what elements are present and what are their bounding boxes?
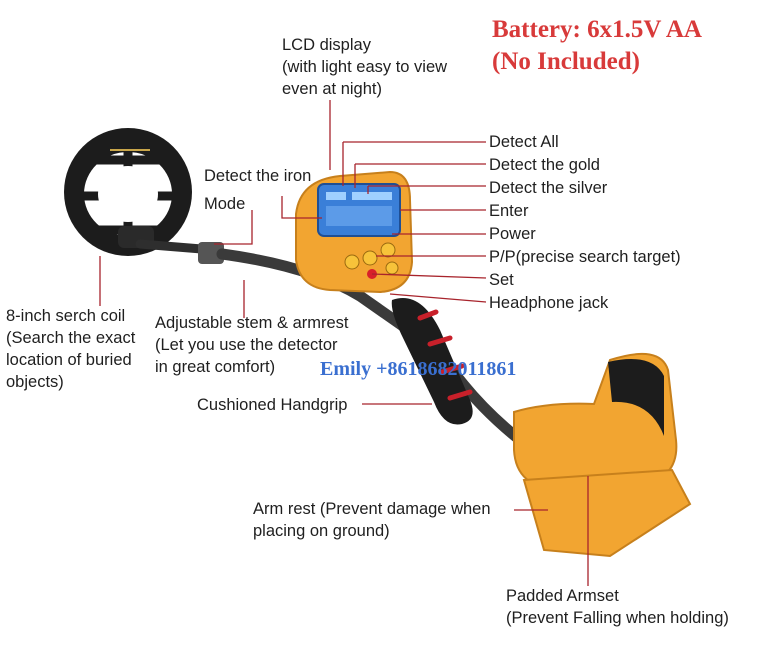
pp-label: P/P(precise search target): [489, 248, 681, 266]
stem-label-line2: (Let you use the detector: [155, 336, 338, 354]
leader-lines: [99, 100, 589, 586]
lower-stem: [135, 239, 224, 264]
headphone-jack-label: Headphone jack: [489, 294, 609, 312]
enter-label: Enter: [489, 202, 529, 220]
armrest-label-line2: placing on ground): [253, 522, 390, 540]
armrest-label-line1: Arm rest (Prevent damage when: [253, 500, 491, 518]
coil-label-line1: 8-inch serch coil: [6, 307, 126, 325]
detect-all-label: Detect All: [489, 133, 559, 151]
main-shaft: [216, 248, 526, 446]
detect-iron-label: Detect the iron: [204, 167, 312, 185]
handgrip: [391, 298, 473, 425]
battery-banner-line2: (No Included): [492, 48, 640, 75]
lcd-label-line3: even at night): [282, 80, 382, 98]
detect-gold-label: Detect the gold: [489, 156, 600, 174]
power-label: Power: [489, 225, 536, 243]
coil-label-line4: objects): [6, 373, 64, 391]
armrest: [513, 353, 692, 558]
set-label: Set: [489, 271, 514, 289]
armset-label-line2: (Prevent Falling when holding): [506, 609, 729, 627]
stem-label-line3: in great comfort): [155, 358, 276, 376]
coil-label-line2: (Search the exact: [6, 329, 136, 347]
armset-label-line1: Padded Armset: [506, 587, 619, 605]
stem-label-line1: Adjustable stem & armrest: [155, 314, 349, 332]
lcd-label-line1: LCD display: [282, 36, 371, 54]
search-coil: [64, 128, 192, 256]
control-box: [295, 170, 414, 294]
mode-label: Mode: [204, 195, 246, 213]
lcd-label-line2: (with light easy to view: [282, 58, 448, 76]
detect-silver-label: Detect the silver: [489, 179, 608, 197]
handgrip-label: Cushioned Handgrip: [197, 396, 348, 414]
contact-text: Emily +8618682011861: [320, 358, 517, 380]
coil-label-line3: location of buried: [6, 351, 132, 369]
battery-banner-line1: Battery: 6x1.5V AA: [492, 16, 702, 43]
